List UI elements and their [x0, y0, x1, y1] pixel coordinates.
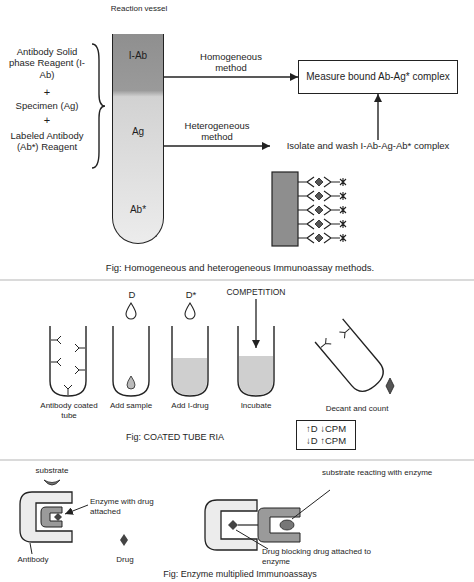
enzyme-shape — [41, 507, 62, 527]
leader-arrow — [65, 505, 88, 514]
figure-caption: Fig: Homogeneous and heterogeneous Immun… — [40, 262, 440, 273]
antibody-complex — [298, 191, 346, 201]
test-tube — [172, 326, 208, 396]
reaction-vessel: Reaction vesselI-AbAgAb* — [112, 34, 164, 244]
reagent-band: Ab* — [113, 204, 163, 215]
node-text: ↑D ↓CPM — [306, 423, 346, 435]
drug-diamond — [228, 520, 238, 530]
annotation: substrate — [26, 466, 78, 476]
result-box: ↑D ↓CPM↓D ↑CPM — [296, 420, 356, 450]
annotation: Enzyme with drug attached — [90, 497, 170, 516]
edge-label: Homogeneous method — [189, 51, 273, 74]
antibody-coating — [318, 323, 352, 354]
connector-arrow — [377, 94, 378, 140]
antibody-shape — [205, 500, 257, 550]
decanted-tube — [315, 319, 389, 397]
annotation: Decant and count — [312, 404, 402, 414]
antibody-complex — [298, 233, 346, 243]
sample-drop — [127, 376, 135, 389]
node-text: ↓D ↑CPM — [306, 435, 346, 447]
annotation: Antibody coated tube — [36, 401, 102, 420]
annotation: Incubate — [229, 401, 283, 411]
leader-line — [236, 530, 268, 549]
drug-diamond — [54, 513, 62, 521]
annotation: Antibody Solid phase Reagent (I-Ab) — [4, 46, 90, 80]
edge-label: Heterogeneous method — [175, 120, 259, 143]
drug-diamond — [386, 378, 394, 394]
antibody-complex — [298, 177, 346, 187]
tube-fluid — [173, 358, 207, 395]
vessel-heading: Reaction vessel — [99, 4, 179, 13]
test-tube — [50, 326, 86, 396]
annotation: Add sample — [104, 401, 158, 411]
sample-drop — [126, 303, 136, 319]
substrate-shape — [280, 520, 294, 530]
labeled-drug-drop — [185, 303, 195, 319]
connector-arrow — [164, 145, 270, 146]
test-tube — [315, 319, 389, 397]
leader-line — [30, 543, 32, 554]
process-step: Isolate and wash I-Ab-Ag-Ab* complex — [270, 140, 466, 152]
antibody-shape — [20, 492, 72, 542]
drug-diamond — [120, 534, 128, 546]
annotation: Labeled Antibody (Ab*) Reagent — [4, 130, 90, 153]
annotation: COMPETITION — [216, 287, 296, 297]
leader-line — [292, 490, 330, 519]
annotation: D — [124, 289, 140, 300]
connector-arrow — [164, 76, 298, 77]
antibody-coating — [51, 336, 85, 395]
annotation: substrate reacting with enzyme — [322, 468, 452, 478]
figure-caption: Fig: COATED TUBE RIA — [90, 432, 260, 443]
substrate-shape — [44, 480, 60, 485]
process-box: Measure bound Ab-Ag* complex — [298, 60, 458, 94]
annotation: Drug blocking drug attached to enzyme — [262, 547, 372, 566]
solid-phase — [272, 172, 298, 246]
annotation: Drug — [108, 555, 142, 565]
tube-fluid — [239, 356, 273, 395]
annotation: Antibody — [8, 555, 58, 565]
annotation: Specimen (Ag) — [4, 100, 90, 111]
test-tube — [113, 326, 149, 396]
annotation: + — [4, 114, 90, 127]
enzyme-shape — [258, 508, 300, 542]
drug-link — [238, 524, 258, 525]
node-text: Isolate and wash I-Ab-Ag-Ab* complex — [270, 140, 466, 152]
antibody-complex — [298, 219, 346, 229]
antibody-complex — [298, 205, 346, 215]
competition-arrow — [255, 299, 256, 348]
annotation: D* — [181, 289, 201, 300]
panel-separator — [0, 460, 474, 461]
panel-separator — [0, 280, 474, 281]
figure-caption: Fig: Enzyme multiplied Immunoassays — [110, 569, 370, 580]
annotation: + — [4, 86, 90, 99]
reagent-band: Ag — [113, 126, 163, 137]
annotation: Add I-drug — [163, 401, 217, 411]
node-text: Measure bound Ab-Ag* complex — [306, 71, 449, 84]
reagent-band: I-Ab — [113, 50, 163, 61]
curly-brace — [92, 44, 105, 168]
